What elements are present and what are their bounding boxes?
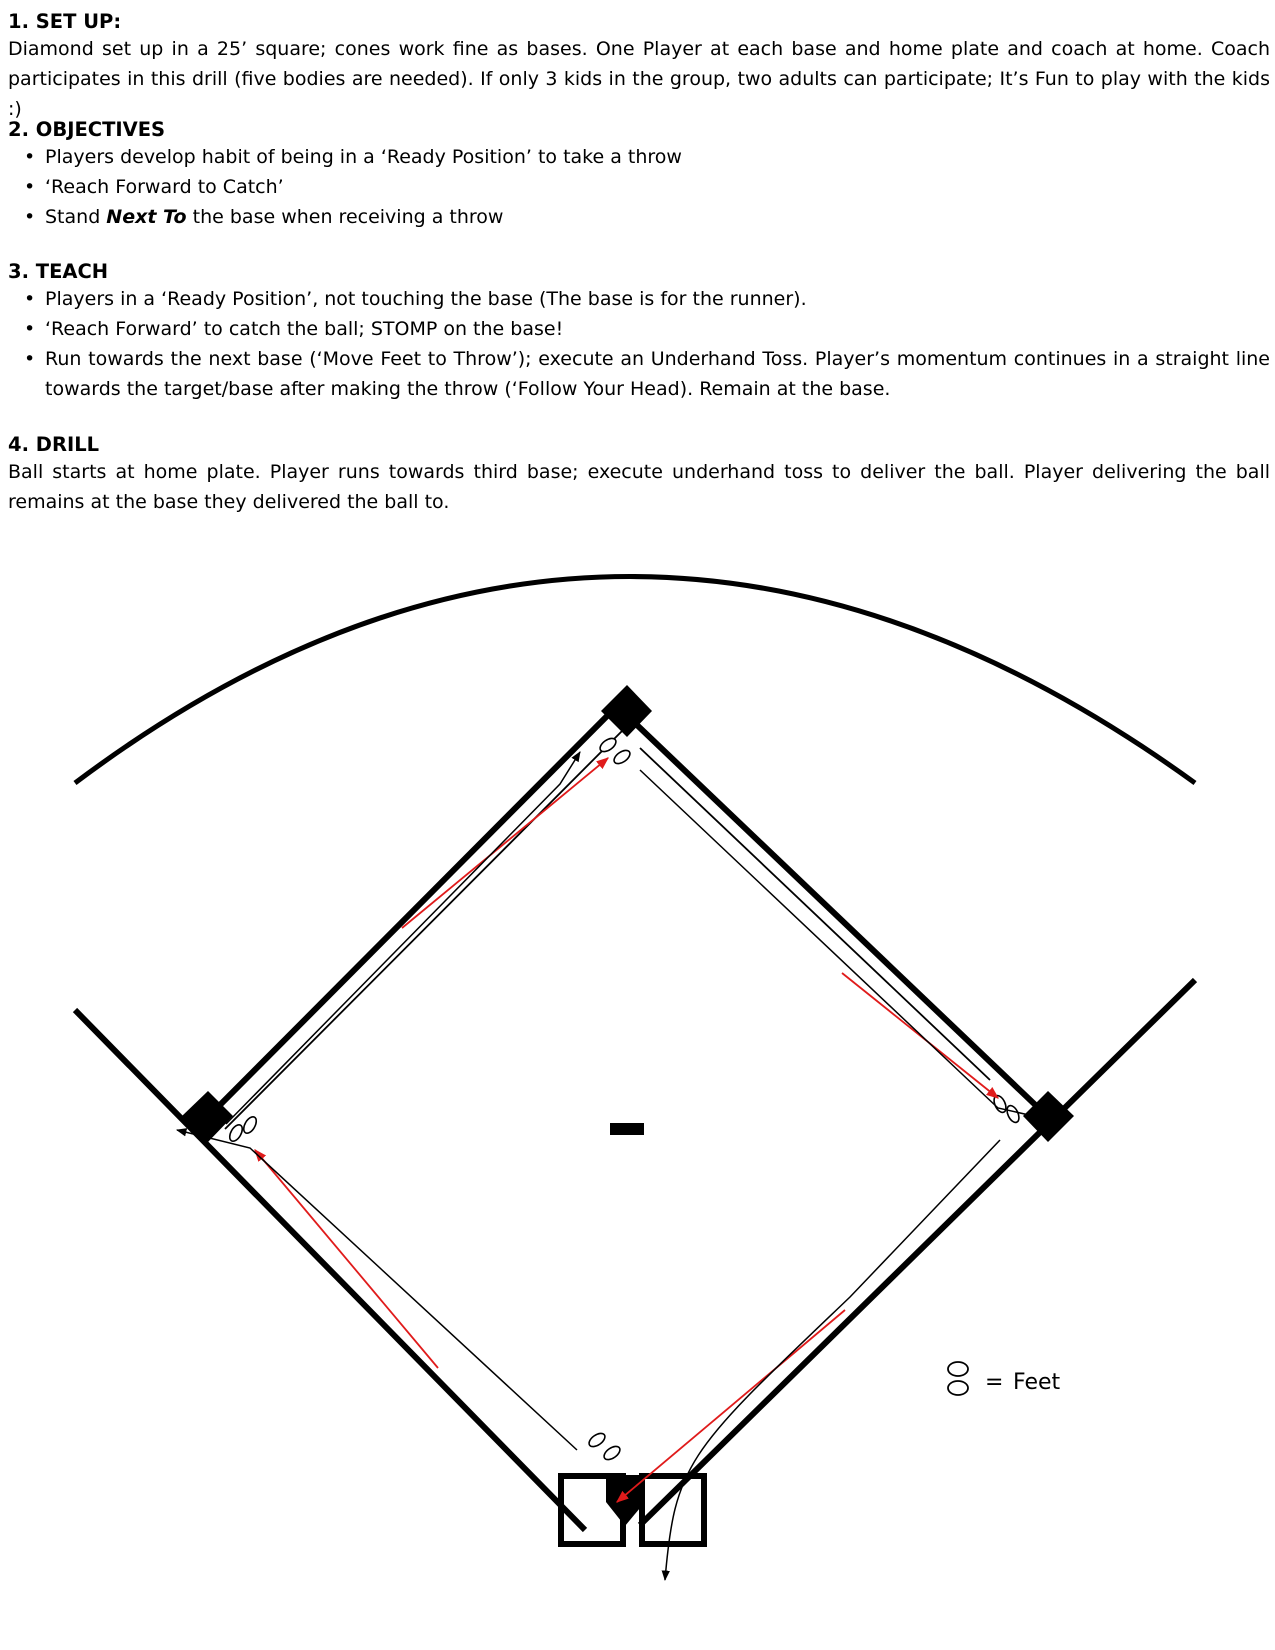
objectives-heading: 2. OBJECTIVES (8, 118, 166, 141)
second-base (601, 685, 652, 737)
objectives-item: Stand Next To the base when receiving a … (8, 202, 1270, 232)
feet-second-base (599, 737, 631, 765)
feet-icon (947, 1361, 969, 1396)
drill-section: 4. DRILL Ball starts at home plate. Play… (8, 433, 1270, 517)
throw-third-to-second (401, 757, 609, 929)
run-home-toward-third (175, 1128, 578, 1451)
throw-paths (254, 757, 999, 1503)
legend-label: Feet (1013, 1370, 1061, 1395)
teach-list: Players in a ‘Ready Position’, not touch… (8, 284, 1270, 404)
base-paths (205, 703, 1051, 1130)
legend-equals: = (985, 1370, 1003, 1395)
setup-section: 1. SET UP: Diamond set up in a 25’ squar… (8, 10, 1270, 124)
setup-heading: 1. SET UP: (8, 10, 122, 33)
throw-second-to-first (841, 972, 999, 1099)
outfield-arc (73, 574, 1197, 786)
objectives-item-suffix: the base when receiving a throw (186, 206, 504, 228)
objectives-item: Players develop habit of being in a ‘Rea… (8, 142, 1270, 172)
teach-item: Run towards the next base (‘Move Feet to… (8, 344, 1270, 404)
field-diagram: = Feet (72, 574, 1198, 1582)
throw-first-to-home (616, 1309, 846, 1503)
drill-heading: 4. DRILL (8, 433, 100, 456)
foul-line-left (72, 1007, 588, 1533)
first-base (1023, 1091, 1074, 1142)
objectives-item: ‘Reach Forward to Catch’ (8, 172, 1270, 202)
drill-text: Ball starts at home plate. Player runs t… (8, 461, 1270, 513)
run-second-toward-first (639, 769, 1062, 1125)
objectives-item-prefix: Stand (45, 206, 107, 228)
feet-first-base (993, 1094, 1020, 1124)
setup-text: Diamond set up in a 25’ square; cones wo… (8, 38, 1270, 120)
foul-line-right (637, 977, 1198, 1528)
pitchers-rubber (610, 1123, 644, 1135)
run-first-toward-home (661, 1139, 1001, 1582)
teach-section: 3. TEACH Players in a ‘Ready Position’, … (8, 260, 1270, 404)
objectives-section: 2. OBJECTIVES Players develop habit of b… (8, 118, 1270, 232)
feet-legend: = Feet (947, 1361, 1061, 1396)
objectives-item-emphasis: Next To (106, 206, 187, 228)
teach-item: ‘Reach Forward’ to catch the ball; STOMP… (8, 314, 1270, 344)
teach-heading: 3. TEACH (8, 260, 109, 283)
feet-third-base (228, 1116, 258, 1142)
objectives-list: Players develop habit of being in a ‘Rea… (8, 142, 1270, 232)
batters-box-right (639, 1473, 707, 1547)
teach-item: Players in a ‘Ready Position’, not touch… (8, 284, 1270, 314)
feet-home-plate (588, 1432, 621, 1461)
run-third-toward-second (225, 751, 581, 1125)
third-base (182, 1091, 233, 1142)
throw-home-to-third (254, 1149, 439, 1369)
run-paths (175, 751, 1062, 1582)
